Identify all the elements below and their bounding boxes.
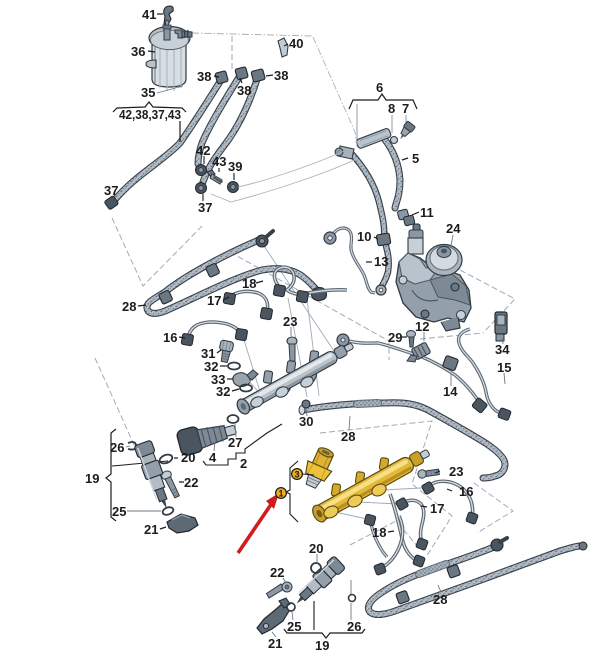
svg-text:12: 12 bbox=[415, 319, 429, 334]
svg-text:43: 43 bbox=[212, 154, 226, 169]
svg-text:13: 13 bbox=[374, 254, 388, 269]
svg-text:23: 23 bbox=[283, 314, 297, 329]
svg-text:29: 29 bbox=[388, 330, 402, 345]
svg-text:42: 42 bbox=[196, 143, 210, 158]
svg-text:40: 40 bbox=[289, 36, 303, 51]
svg-text:15: 15 bbox=[497, 360, 511, 375]
svg-text:3: 3 bbox=[295, 470, 300, 480]
svg-text:31: 31 bbox=[201, 346, 215, 361]
svg-text:23: 23 bbox=[449, 464, 463, 479]
svg-text:16: 16 bbox=[459, 484, 473, 499]
svg-text:11: 11 bbox=[420, 205, 434, 220]
svg-text:28: 28 bbox=[433, 592, 447, 607]
svg-text:22: 22 bbox=[184, 475, 198, 490]
svg-text:36: 36 bbox=[131, 44, 145, 59]
svg-text:33: 33 bbox=[211, 372, 225, 387]
svg-text:32: 32 bbox=[204, 359, 218, 374]
svg-text:26: 26 bbox=[347, 619, 361, 634]
svg-text:38: 38 bbox=[274, 68, 288, 83]
svg-text:8: 8 bbox=[388, 101, 395, 116]
svg-text:17: 17 bbox=[207, 293, 221, 308]
svg-text:19: 19 bbox=[85, 471, 99, 486]
svg-text:28: 28 bbox=[341, 429, 355, 444]
svg-text:5: 5 bbox=[412, 151, 419, 166]
svg-text:10: 10 bbox=[357, 229, 371, 244]
svg-text:1: 1 bbox=[279, 489, 284, 499]
svg-text:14: 14 bbox=[443, 384, 458, 399]
svg-text:25: 25 bbox=[112, 504, 126, 519]
svg-text:28: 28 bbox=[122, 299, 136, 314]
svg-text:7: 7 bbox=[402, 101, 409, 116]
svg-text:2: 2 bbox=[240, 456, 247, 471]
svg-text:20: 20 bbox=[309, 541, 323, 556]
svg-text:4: 4 bbox=[209, 450, 217, 465]
svg-text:19: 19 bbox=[315, 638, 329, 653]
svg-text:37: 37 bbox=[104, 183, 118, 198]
svg-text:18: 18 bbox=[242, 276, 256, 291]
svg-text:39: 39 bbox=[228, 159, 242, 174]
svg-text:25: 25 bbox=[287, 619, 301, 634]
svg-text:21: 21 bbox=[268, 636, 282, 651]
svg-text:32: 32 bbox=[216, 384, 230, 399]
svg-text:18: 18 bbox=[372, 525, 386, 540]
svg-text:6: 6 bbox=[376, 80, 383, 95]
svg-text:35: 35 bbox=[141, 85, 155, 100]
svg-text:38: 38 bbox=[237, 83, 251, 98]
svg-text:41: 41 bbox=[142, 7, 156, 22]
svg-text:17: 17 bbox=[430, 501, 444, 516]
svg-text:34: 34 bbox=[495, 342, 510, 357]
svg-text:26: 26 bbox=[110, 440, 124, 455]
svg-text:24: 24 bbox=[446, 221, 461, 236]
svg-text:20: 20 bbox=[181, 450, 195, 465]
svg-text:42,38,37,43: 42,38,37,43 bbox=[119, 107, 181, 122]
svg-text:22: 22 bbox=[270, 565, 284, 580]
svg-text:16: 16 bbox=[163, 330, 177, 345]
svg-text:38: 38 bbox=[197, 69, 211, 84]
svg-text:30: 30 bbox=[299, 414, 313, 429]
svg-text:27: 27 bbox=[228, 435, 242, 450]
svg-text:21: 21 bbox=[144, 522, 158, 537]
svg-text:37: 37 bbox=[198, 200, 212, 215]
